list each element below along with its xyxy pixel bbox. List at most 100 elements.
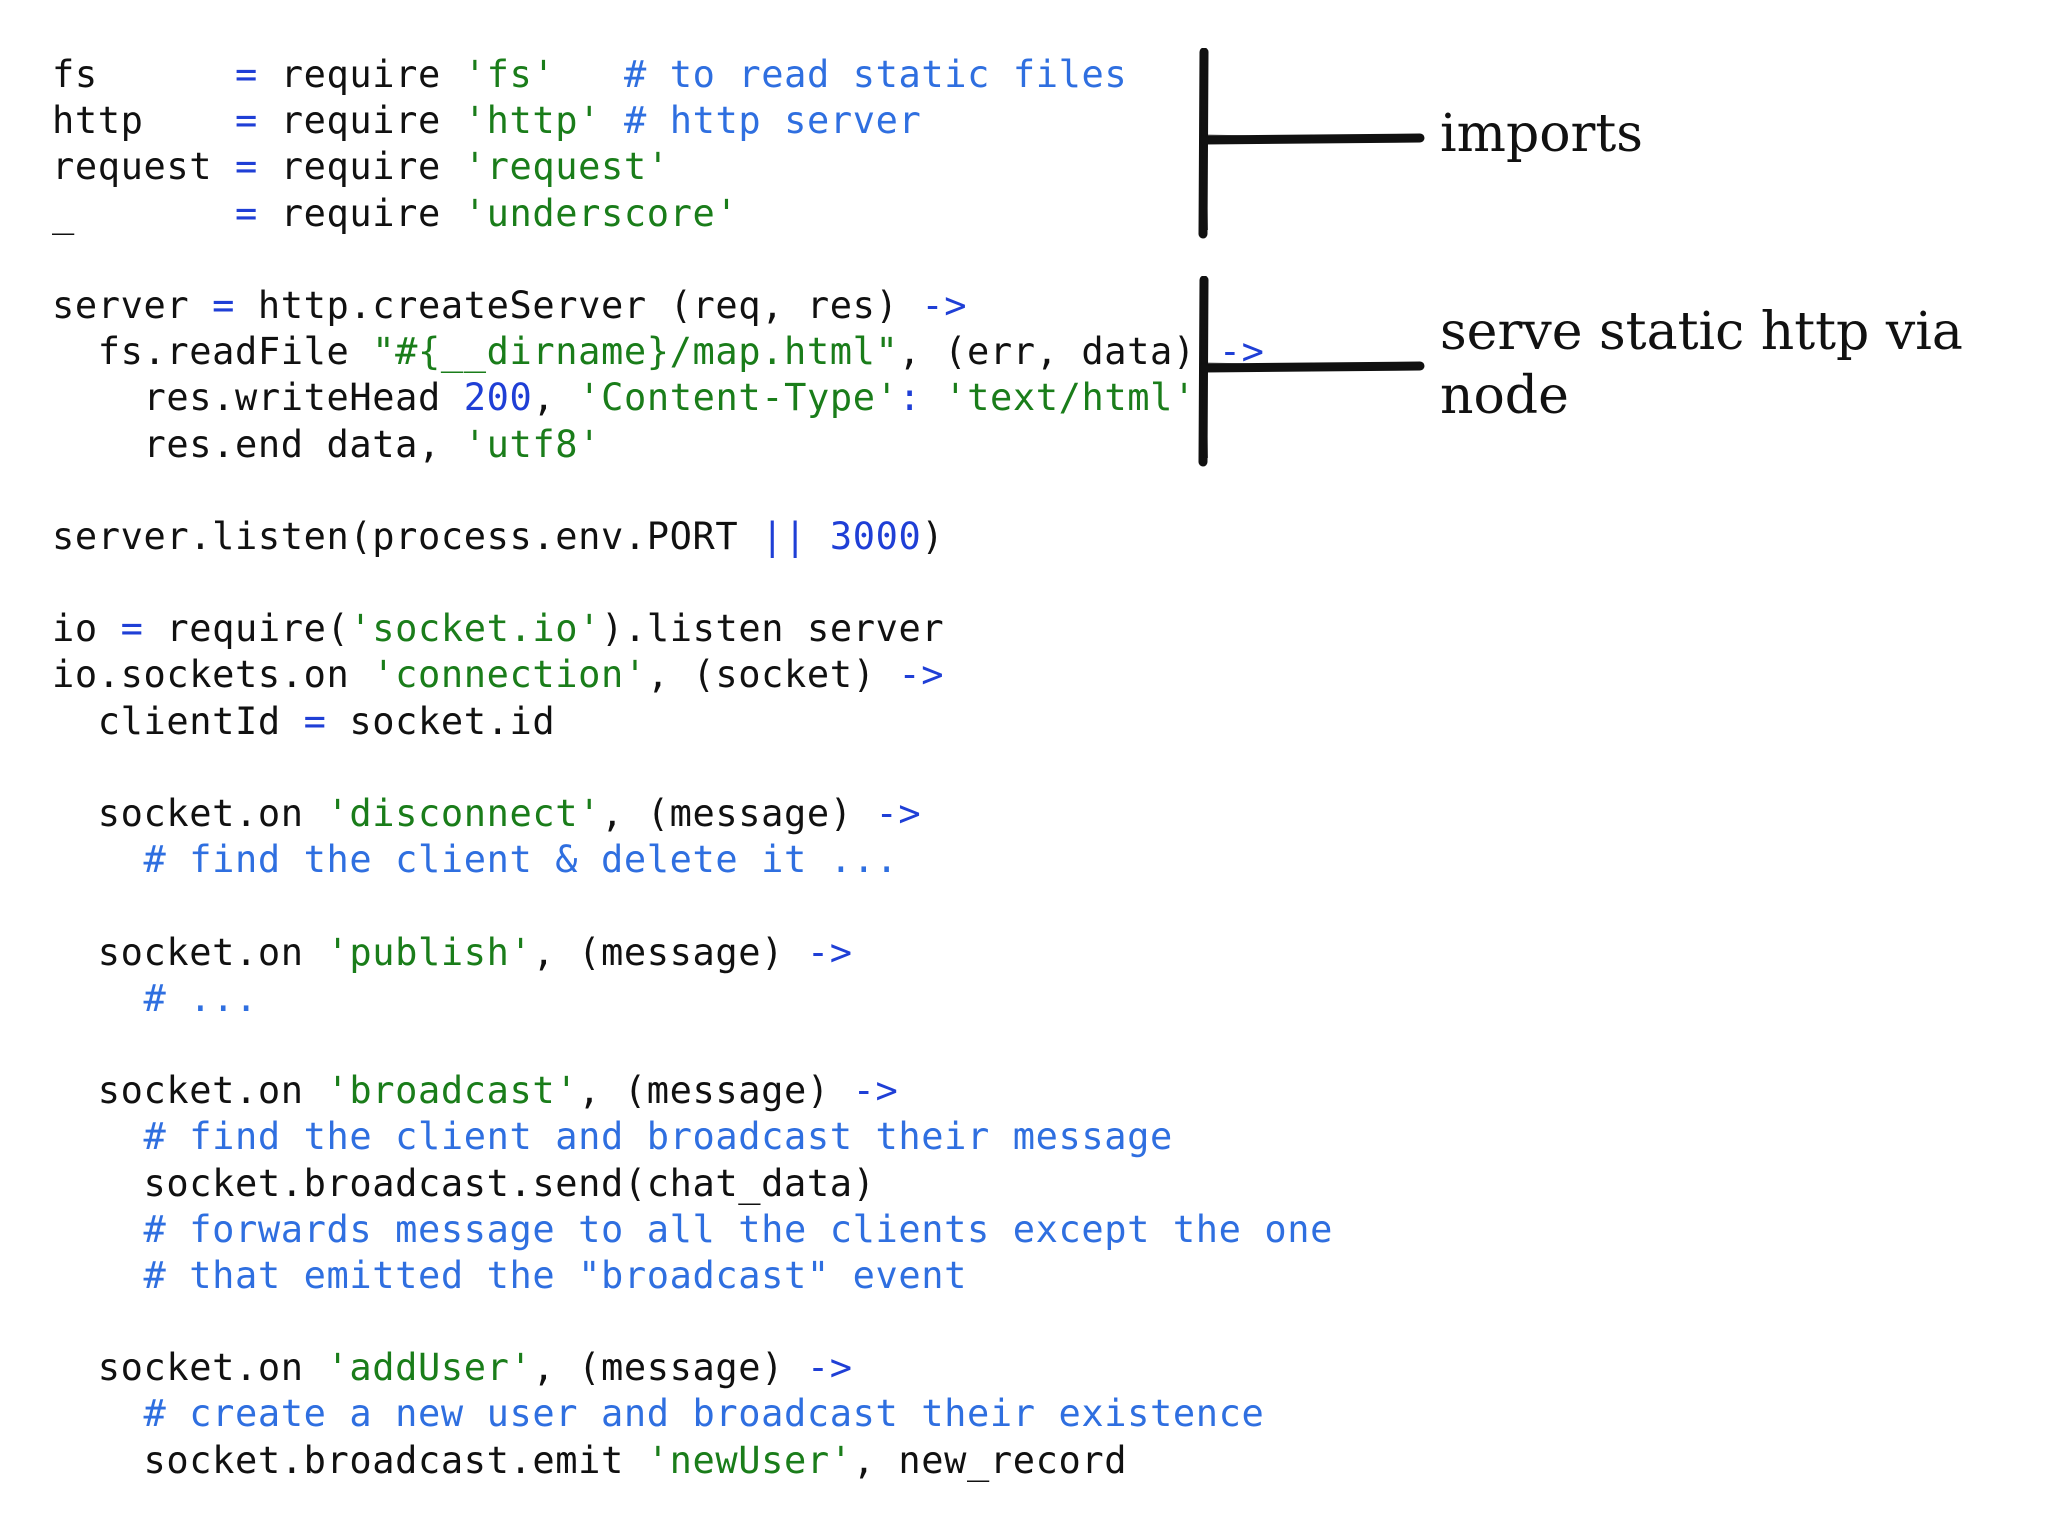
code-token: 'broadcast' bbox=[326, 1069, 579, 1113]
code-line: fs.readFile "#{__dirname}/map.html", (er… bbox=[52, 329, 1333, 375]
code-line: # find the client & delete it ... bbox=[52, 837, 1333, 883]
code-block: fs = require 'fs' # to read static files… bbox=[52, 52, 1333, 1484]
code-token: http.createServer (req, res) bbox=[235, 283, 922, 327]
code-token: socket.on bbox=[52, 1069, 327, 1113]
code-token: || bbox=[761, 514, 807, 558]
code-line: request = require 'request' bbox=[52, 144, 1333, 190]
code-token: res.end data, bbox=[52, 422, 464, 466]
code-token: 'http' bbox=[463, 99, 602, 143]
code-token: http bbox=[52, 99, 236, 143]
code-token: 'Content-Type' bbox=[578, 376, 899, 420]
code-token: res.writeHead bbox=[52, 376, 464, 420]
code-token: 200 bbox=[463, 376, 533, 420]
code-token: 'utf8' bbox=[463, 422, 602, 466]
code-token: require bbox=[257, 191, 464, 235]
code-line: _ = require 'underscore' bbox=[52, 191, 1333, 237]
code-token: clientId bbox=[52, 699, 304, 743]
code-line: clientId = socket.id bbox=[52, 699, 1333, 745]
code-line bbox=[52, 560, 1333, 606]
code-token: socket.on bbox=[52, 792, 327, 835]
code-line: socket.on 'addUser', (message) -> bbox=[52, 1345, 1333, 1391]
code-token: = bbox=[303, 699, 327, 743]
code-token: , (err, data) bbox=[898, 330, 1219, 374]
code-token: : bbox=[898, 376, 945, 420]
code-line bbox=[52, 468, 1333, 514]
code-token: , (message) bbox=[532, 1346, 807, 1390]
code-token: = bbox=[120, 607, 144, 651]
code-line: # create a new user and broadcast their … bbox=[52, 1391, 1333, 1437]
code-token: socket.on bbox=[52, 930, 327, 974]
code-token: fs.readFile bbox=[52, 330, 373, 374]
code-line: io.sockets.on 'connection', (socket) -> bbox=[52, 652, 1333, 698]
code-token: ).listen server bbox=[601, 607, 945, 651]
code-line: server = http.createServer (req, res) -> bbox=[52, 283, 1333, 329]
code-line: socket.broadcast.emit 'newUser', new_rec… bbox=[52, 1438, 1333, 1484]
code-token: # create a new user and broadcast their … bbox=[52, 1392, 1265, 1436]
serve-bracket-icon bbox=[1198, 276, 1425, 467]
code-line: socket.on 'publish', (message) -> bbox=[52, 930, 1333, 976]
code-token: # forwards message to all the clients ex… bbox=[52, 1207, 1334, 1251]
code-token: 'request' bbox=[463, 145, 670, 189]
code-line: socket.on 'broadcast', (message) -> bbox=[52, 1068, 1333, 1114]
code-line: res.end data, 'utf8' bbox=[52, 422, 1333, 468]
code-token: 'publish' bbox=[326, 930, 533, 974]
code-token: , (socket) bbox=[646, 653, 899, 697]
code-line bbox=[52, 883, 1333, 929]
code-token: # ... bbox=[52, 976, 258, 1020]
code-token: socket.broadcast.emit bbox=[52, 1438, 647, 1482]
code-token: , new_record bbox=[852, 1438, 1128, 1482]
code-line: socket.on 'disconnect', (message) -> bbox=[52, 791, 1333, 837]
code-line: server.listen(process.env.PORT || 3000) bbox=[52, 514, 1333, 560]
code-token: -> bbox=[852, 1069, 899, 1113]
code-token: ) bbox=[921, 514, 945, 558]
code-token: fs bbox=[52, 53, 236, 96]
code-token: request bbox=[52, 145, 236, 189]
code-token: socket.id bbox=[326, 699, 556, 743]
code-token: , (message) bbox=[578, 1069, 853, 1113]
code-token: 'underscore' bbox=[463, 191, 739, 235]
code-token: socket.broadcast.send(chat_data) bbox=[52, 1161, 876, 1205]
code-token: "#{__dirname}/map.html" bbox=[372, 330, 899, 374]
code-token: io.sockets.on bbox=[52, 653, 373, 697]
annotation-serve-static: serve static http via node bbox=[1440, 302, 1963, 426]
code-line: socket.broadcast.send(chat_data) bbox=[52, 1161, 1333, 1207]
code-token: = bbox=[235, 53, 258, 96]
code-line: res.writeHead 200, 'Content-Type': 'text… bbox=[52, 375, 1333, 421]
code-token: , (message) bbox=[601, 792, 876, 835]
code-token: = bbox=[235, 99, 258, 143]
code-token: 'addUser' bbox=[326, 1346, 533, 1390]
code-token: 'text/html' bbox=[944, 376, 1196, 420]
code-line bbox=[52, 237, 1333, 283]
code-line: http = require 'http' # http server bbox=[52, 98, 1333, 144]
code-line: # that emitted the "broadcast" event bbox=[52, 1253, 1333, 1299]
code-line bbox=[52, 745, 1333, 791]
code-token: = bbox=[212, 283, 236, 327]
code-line: io = require('socket.io').listen server bbox=[52, 606, 1333, 652]
code-token: # find the client and broadcast their me… bbox=[52, 1115, 1173, 1159]
code-token: -> bbox=[806, 930, 853, 974]
code-token: require bbox=[257, 145, 464, 189]
code-token bbox=[807, 515, 830, 558]
code-line: fs = require 'fs' # to read static files bbox=[52, 52, 1333, 98]
code-token: server.listen(process.env.PORT bbox=[52, 514, 762, 558]
code-token: -> bbox=[806, 1346, 853, 1390]
code-token: 'connection' bbox=[372, 653, 647, 697]
code-token: _ bbox=[52, 191, 236, 235]
code-token: = bbox=[235, 145, 258, 189]
code-token: # http server bbox=[601, 99, 922, 143]
code-token: , bbox=[532, 376, 579, 420]
code-token: -> bbox=[875, 792, 922, 835]
code-token: require bbox=[257, 99, 464, 143]
code-token: -> bbox=[921, 283, 968, 327]
code-line bbox=[52, 1022, 1333, 1068]
code-token: 'disconnect' bbox=[326, 792, 602, 835]
code-token: 'fs' bbox=[463, 53, 556, 96]
code-token: require bbox=[257, 53, 464, 96]
code-token: , (message) bbox=[532, 930, 807, 974]
code-token: require( bbox=[143, 607, 350, 651]
code-token: io bbox=[52, 607, 121, 651]
code-token: socket.on bbox=[52, 1346, 327, 1390]
code-token: # that emitted the "broadcast" event bbox=[52, 1253, 968, 1297]
code-token: # find the client & delete it ... bbox=[52, 838, 899, 882]
